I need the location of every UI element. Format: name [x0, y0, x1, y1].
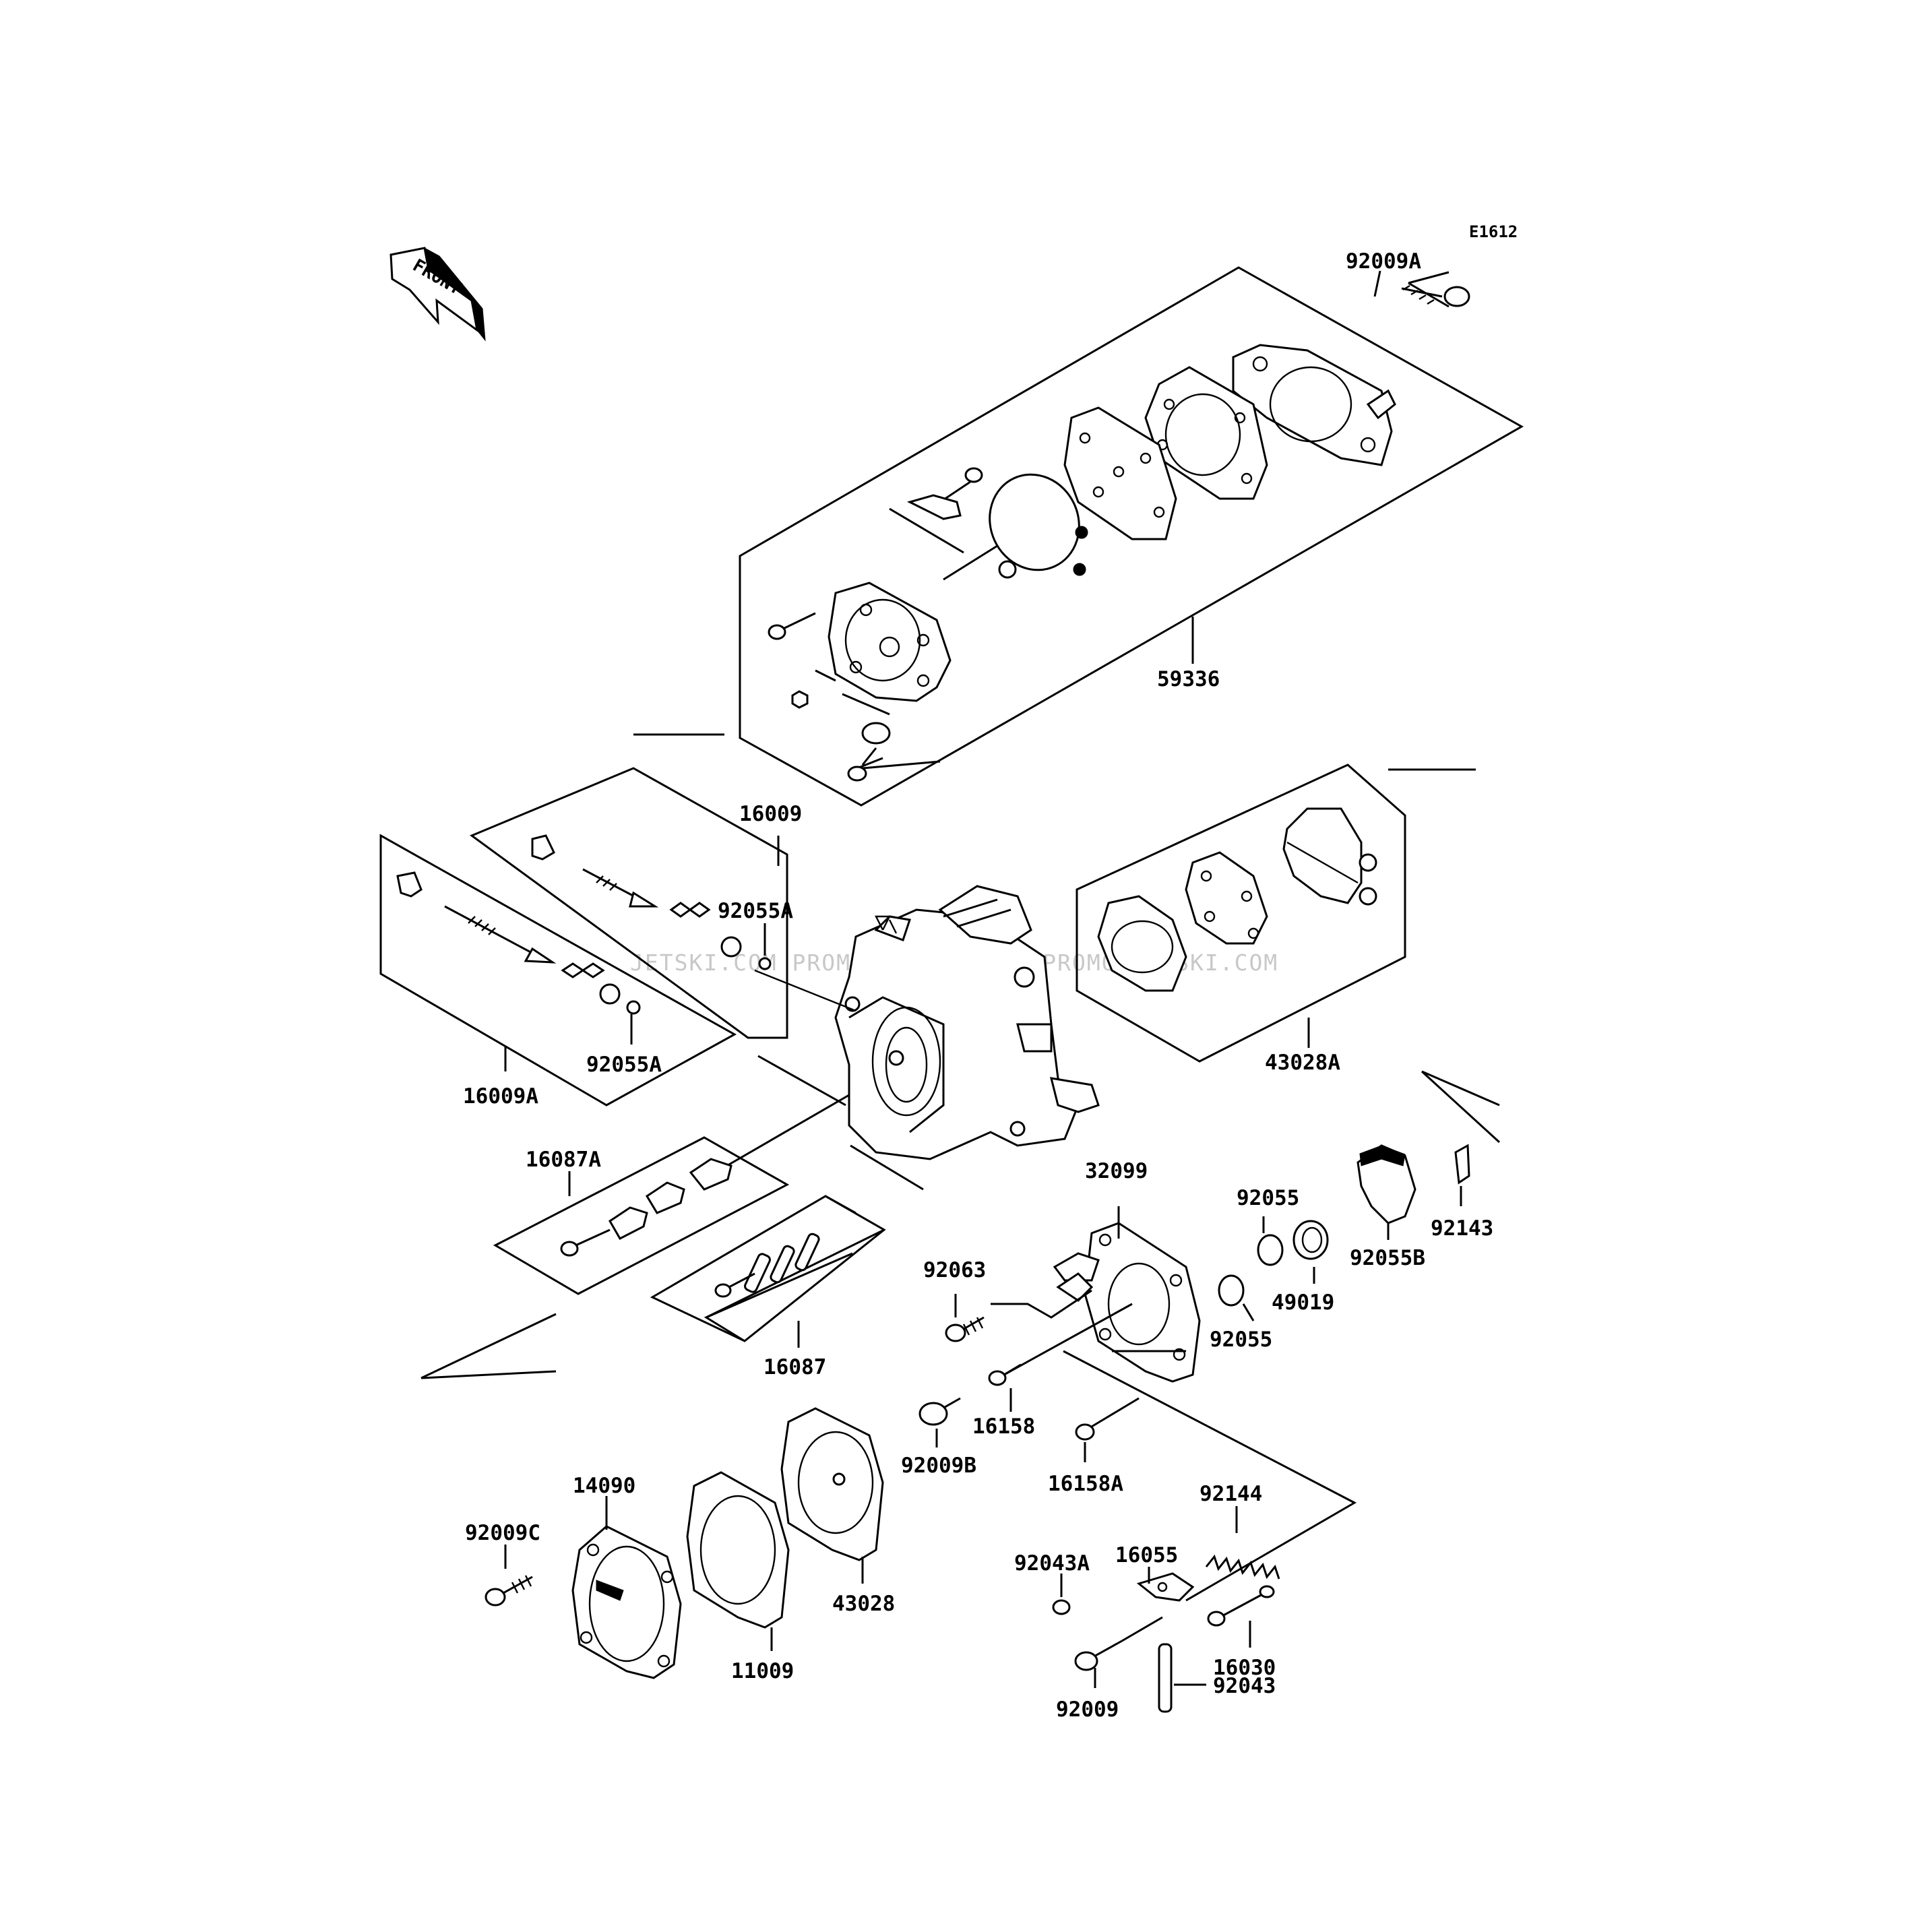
label-59336: 59336 — [1157, 667, 1220, 691]
plate-16087a-group: 16087A — [493, 1094, 924, 1295]
label-92055-1: 92055 — [1237, 1186, 1299, 1210]
pin-92043-part: 92043 — [1158, 1643, 1276, 1713]
label-49019: 49019 — [1272, 1290, 1334, 1315]
fuel-pump-assembly-group: 59336 — [739, 266, 1524, 807]
label-92009b: 92009B — [901, 1454, 976, 1478]
label-92009a: 92009A — [1346, 249, 1421, 274]
label-16009: 16009 — [739, 802, 802, 826]
label-92063: 92063 — [923, 1258, 986, 1282]
lever-16055-part: 16055 — [1115, 1543, 1195, 1602]
needle-16009a-group: 16009A 92055A — [379, 834, 846, 1109]
label-16087a: 16087A — [526, 1148, 601, 1172]
pump-gasket-part — [1144, 366, 1268, 500]
screw-16158-part: 16158 — [972, 1303, 1133, 1439]
gasket-11009-part: 11009 — [686, 1471, 794, 1683]
front-arrow-icon: FRONT — [389, 247, 486, 342]
diagram-code: E1612 — [1469, 222, 1518, 241]
pin-92043a-part: 92043A — [1014, 1551, 1090, 1615]
label-92043a: 92043A — [1014, 1551, 1090, 1576]
carburetor-body-part — [834, 885, 1100, 1160]
valve-screw-part — [889, 467, 998, 581]
pump-ring-part — [989, 473, 1088, 576]
label-92009: 92009 — [1056, 1697, 1119, 1722]
bolt-92009b-part: 92009B — [901, 1397, 976, 1478]
spring-92144-part: 92144 — [1199, 1482, 1280, 1580]
label-92143: 92143 — [1431, 1216, 1493, 1241]
pump-body-part — [828, 582, 952, 702]
pump-diaphragm-part — [1063, 406, 1177, 540]
label-43028: 43028 — [832, 1592, 895, 1616]
needle-16009-group: 16009 92055A — [469, 733, 802, 1039]
label-16009a: 16009A — [463, 1084, 538, 1109]
label-92055-2: 92055 — [1210, 1328, 1272, 1352]
plate-16087-group: 16087 — [650, 1195, 886, 1379]
label-32099: 32099 — [1085, 1159, 1148, 1183]
cap-49019-part: 49019 — [1272, 1220, 1334, 1315]
screw-92009-part: 92009 — [1056, 1640, 1123, 1722]
label-11009: 11009 — [731, 1659, 794, 1683]
label-92144: 92144 — [1199, 1482, 1262, 1506]
gasket-set-43028a-group: 43028A — [1076, 764, 1476, 1075]
oring-92055-a-part: 92055 — [1237, 1186, 1299, 1266]
label-16158: 16158 — [972, 1414, 1035, 1439]
label-92055b: 92055B — [1350, 1246, 1425, 1270]
label-92009c: 92009C — [465, 1521, 540, 1545]
cover-32099-group: 32099 — [1053, 1159, 1201, 1383]
screw-92009c-part: 92009C — [465, 1521, 540, 1607]
pump-nut-part — [998, 560, 1017, 579]
screw-92063-part: 92063 — [923, 1258, 1092, 1342]
label-92043: 92043 — [1213, 1674, 1276, 1698]
label-92055a-1: 92055A — [718, 899, 793, 923]
label-16055: 16055 — [1115, 1543, 1178, 1567]
cover-14090-part: 14090 — [571, 1474, 682, 1679]
oring-92055-b-part: 92055 — [1210, 1274, 1272, 1352]
clip-92143-part: 92143 — [1431, 1144, 1493, 1241]
label-14090: 14090 — [573, 1474, 635, 1498]
screw-16158a-part: 16158A — [1048, 1397, 1140, 1496]
needle-16030-part: 16030 — [1207, 1585, 1276, 1680]
label-43028a: 43028A — [1265, 1051, 1340, 1075]
cap-92055b-part: 92055B — [1350, 1144, 1425, 1270]
pump-small-screws-part — [768, 612, 941, 782]
label-16030: 16030 — [1213, 1656, 1276, 1680]
label-92055a-2: 92055A — [586, 1053, 662, 1077]
label-16158a: 16158A — [1048, 1472, 1123, 1496]
label-16087: 16087 — [764, 1355, 826, 1379]
bolt-92009a-part — [1401, 271, 1470, 308]
diaphragm-43028-part: 43028 — [780, 1407, 895, 1616]
